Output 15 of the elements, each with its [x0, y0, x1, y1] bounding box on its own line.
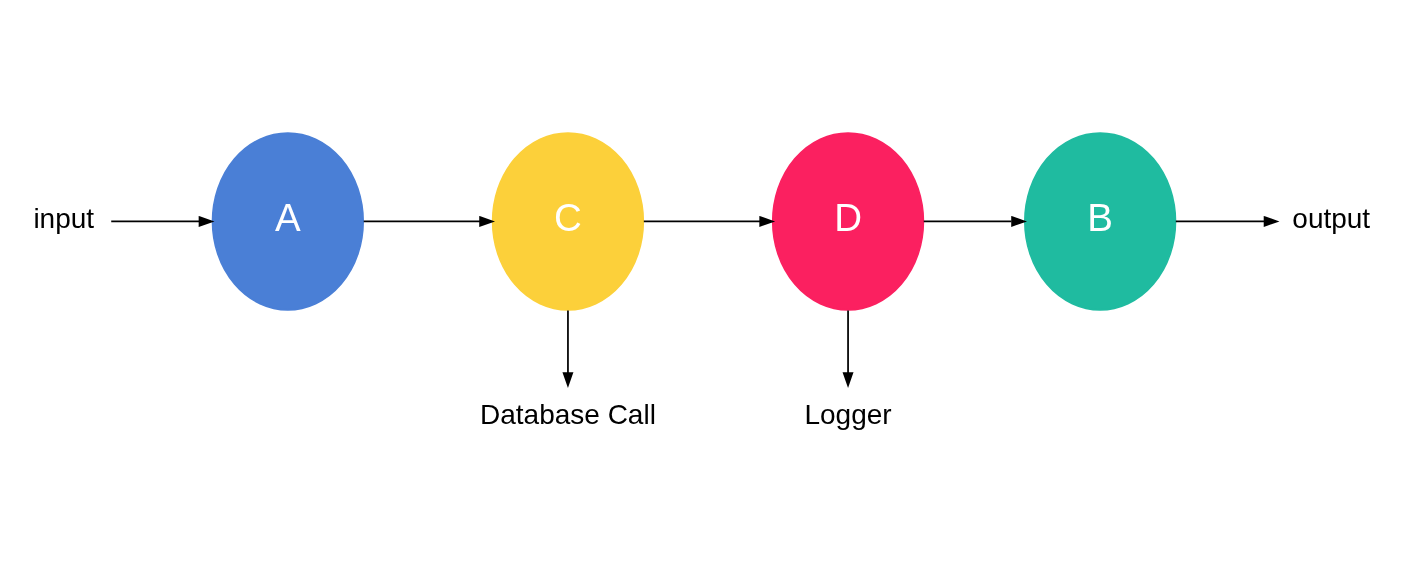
arrow — [922, 215, 1027, 227]
node-text: Logger — [804, 399, 892, 431]
arrow — [110, 215, 215, 227]
node-text: Database Call — [480, 399, 656, 431]
arrow — [362, 215, 495, 227]
arrow — [842, 309, 854, 388]
arrow — [562, 309, 574, 388]
node-ellipse: B — [1024, 132, 1177, 311]
node-ellipse: A — [211, 132, 364, 311]
node-ellipse: D — [771, 132, 925, 311]
arrow — [642, 215, 776, 227]
node-ellipse: C — [491, 132, 645, 311]
node-text: input — [33, 203, 95, 235]
node-text: output — [1292, 203, 1371, 235]
arrow — [1174, 215, 1280, 227]
